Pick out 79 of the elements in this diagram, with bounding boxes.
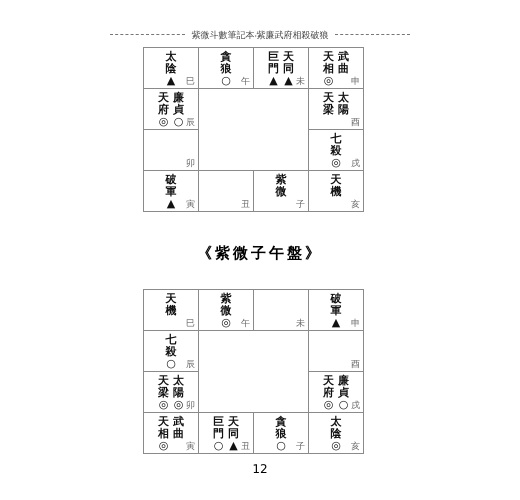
page-number: 12: [251, 462, 269, 476]
palace-cell: [308, 47, 364, 89]
branch-label: 卯: [186, 401, 195, 411]
star-label: 天相◎: [158, 416, 170, 452]
branch-label: 未: [296, 77, 305, 87]
header-text: 紫微斗數筆記本‧紫廉武府相殺破狼: [190, 30, 330, 42]
branch-label: 寅: [186, 442, 195, 452]
palace-cell: [308, 289, 364, 331]
star-label: 天相◎: [322, 51, 334, 87]
star-label: 天機: [165, 293, 177, 317]
palace-cell: [308, 88, 364, 130]
branch-label: 申: [351, 77, 360, 87]
palace-cell: [308, 371, 364, 413]
star-label: 天同▲: [282, 51, 294, 87]
palace-cell: [143, 371, 199, 413]
branch-label: 丑: [241, 442, 250, 452]
branch-label: 亥: [351, 200, 360, 210]
palace-cell: [143, 289, 199, 331]
palace-cell: [253, 412, 309, 454]
star-label: 天同▲: [228, 416, 240, 452]
branch-label: 辰: [186, 118, 195, 128]
star-label: 紫微◎: [220, 293, 232, 329]
palace-cell: [253, 47, 309, 89]
star-label: 破軍▲: [330, 293, 342, 329]
branch-label: 子: [296, 442, 305, 452]
star-label: 巨門○: [212, 416, 224, 452]
star-label: 天府◎: [322, 375, 334, 411]
star-label: 貪狼○: [275, 416, 287, 452]
star-label: 天梁◎: [158, 375, 170, 411]
star-label: 貪狼○: [220, 51, 232, 87]
palace-cell: [198, 289, 254, 331]
palace-cell: [143, 412, 199, 454]
star-label: 天府◎: [158, 92, 170, 128]
star-label: 太陰▲: [165, 51, 177, 87]
star-label: 七殺○: [165, 334, 177, 370]
branch-label: 午: [241, 77, 250, 87]
branch-label: 申: [351, 319, 360, 329]
star-label: 七殺◎: [330, 133, 342, 169]
star-label: 太陰◎: [330, 416, 342, 452]
star-label: 破軍▲: [165, 174, 177, 210]
branch-label: 酉: [351, 360, 360, 370]
branch-label: 巳: [186, 77, 195, 87]
branch-label: 亥: [351, 442, 360, 452]
branch-label: 戌: [351, 159, 360, 169]
branch-label: 酉: [351, 118, 360, 128]
star-label: 廉貞○: [338, 375, 350, 411]
branch-label: 子: [296, 200, 305, 210]
star-label: 武曲: [338, 51, 350, 77]
star-label: 天機: [330, 174, 342, 198]
star-label: 巨門▲: [268, 51, 280, 87]
palace-cell: [143, 330, 199, 372]
branch-label: 戌: [351, 401, 360, 411]
branch-label: 辰: [186, 360, 195, 370]
branch-label: 未: [296, 319, 305, 329]
palace-cell: [198, 47, 254, 89]
palace-cell: [143, 129, 199, 171]
star-label: 太陽◎: [172, 375, 184, 411]
palace-cell: [308, 330, 364, 372]
star-label: 廉貞○: [172, 92, 184, 128]
branch-label: 巳: [186, 319, 195, 329]
palace-cell: [308, 129, 364, 171]
palace-cell: [308, 412, 364, 454]
palace-cell: [253, 170, 309, 212]
branch-label: 丑: [241, 200, 250, 210]
chart-title: 《紫微子午盤》: [196, 244, 324, 263]
star-label: 武曲: [172, 416, 184, 442]
palace-cell: [143, 47, 199, 89]
star-label: 紫微: [275, 174, 287, 198]
palace-cell: [143, 88, 199, 130]
branch-label: 午: [241, 319, 250, 329]
palace-cell: [198, 170, 254, 212]
palace-cell: [143, 170, 199, 212]
palace-cell: [308, 170, 364, 212]
branch-label: 寅: [186, 200, 195, 210]
star-label: 太陽: [338, 92, 350, 116]
star-label: 天梁: [322, 92, 334, 116]
palace-cell: [198, 412, 254, 454]
branch-label: 卯: [186, 159, 195, 169]
palace-cell: [253, 289, 309, 331]
